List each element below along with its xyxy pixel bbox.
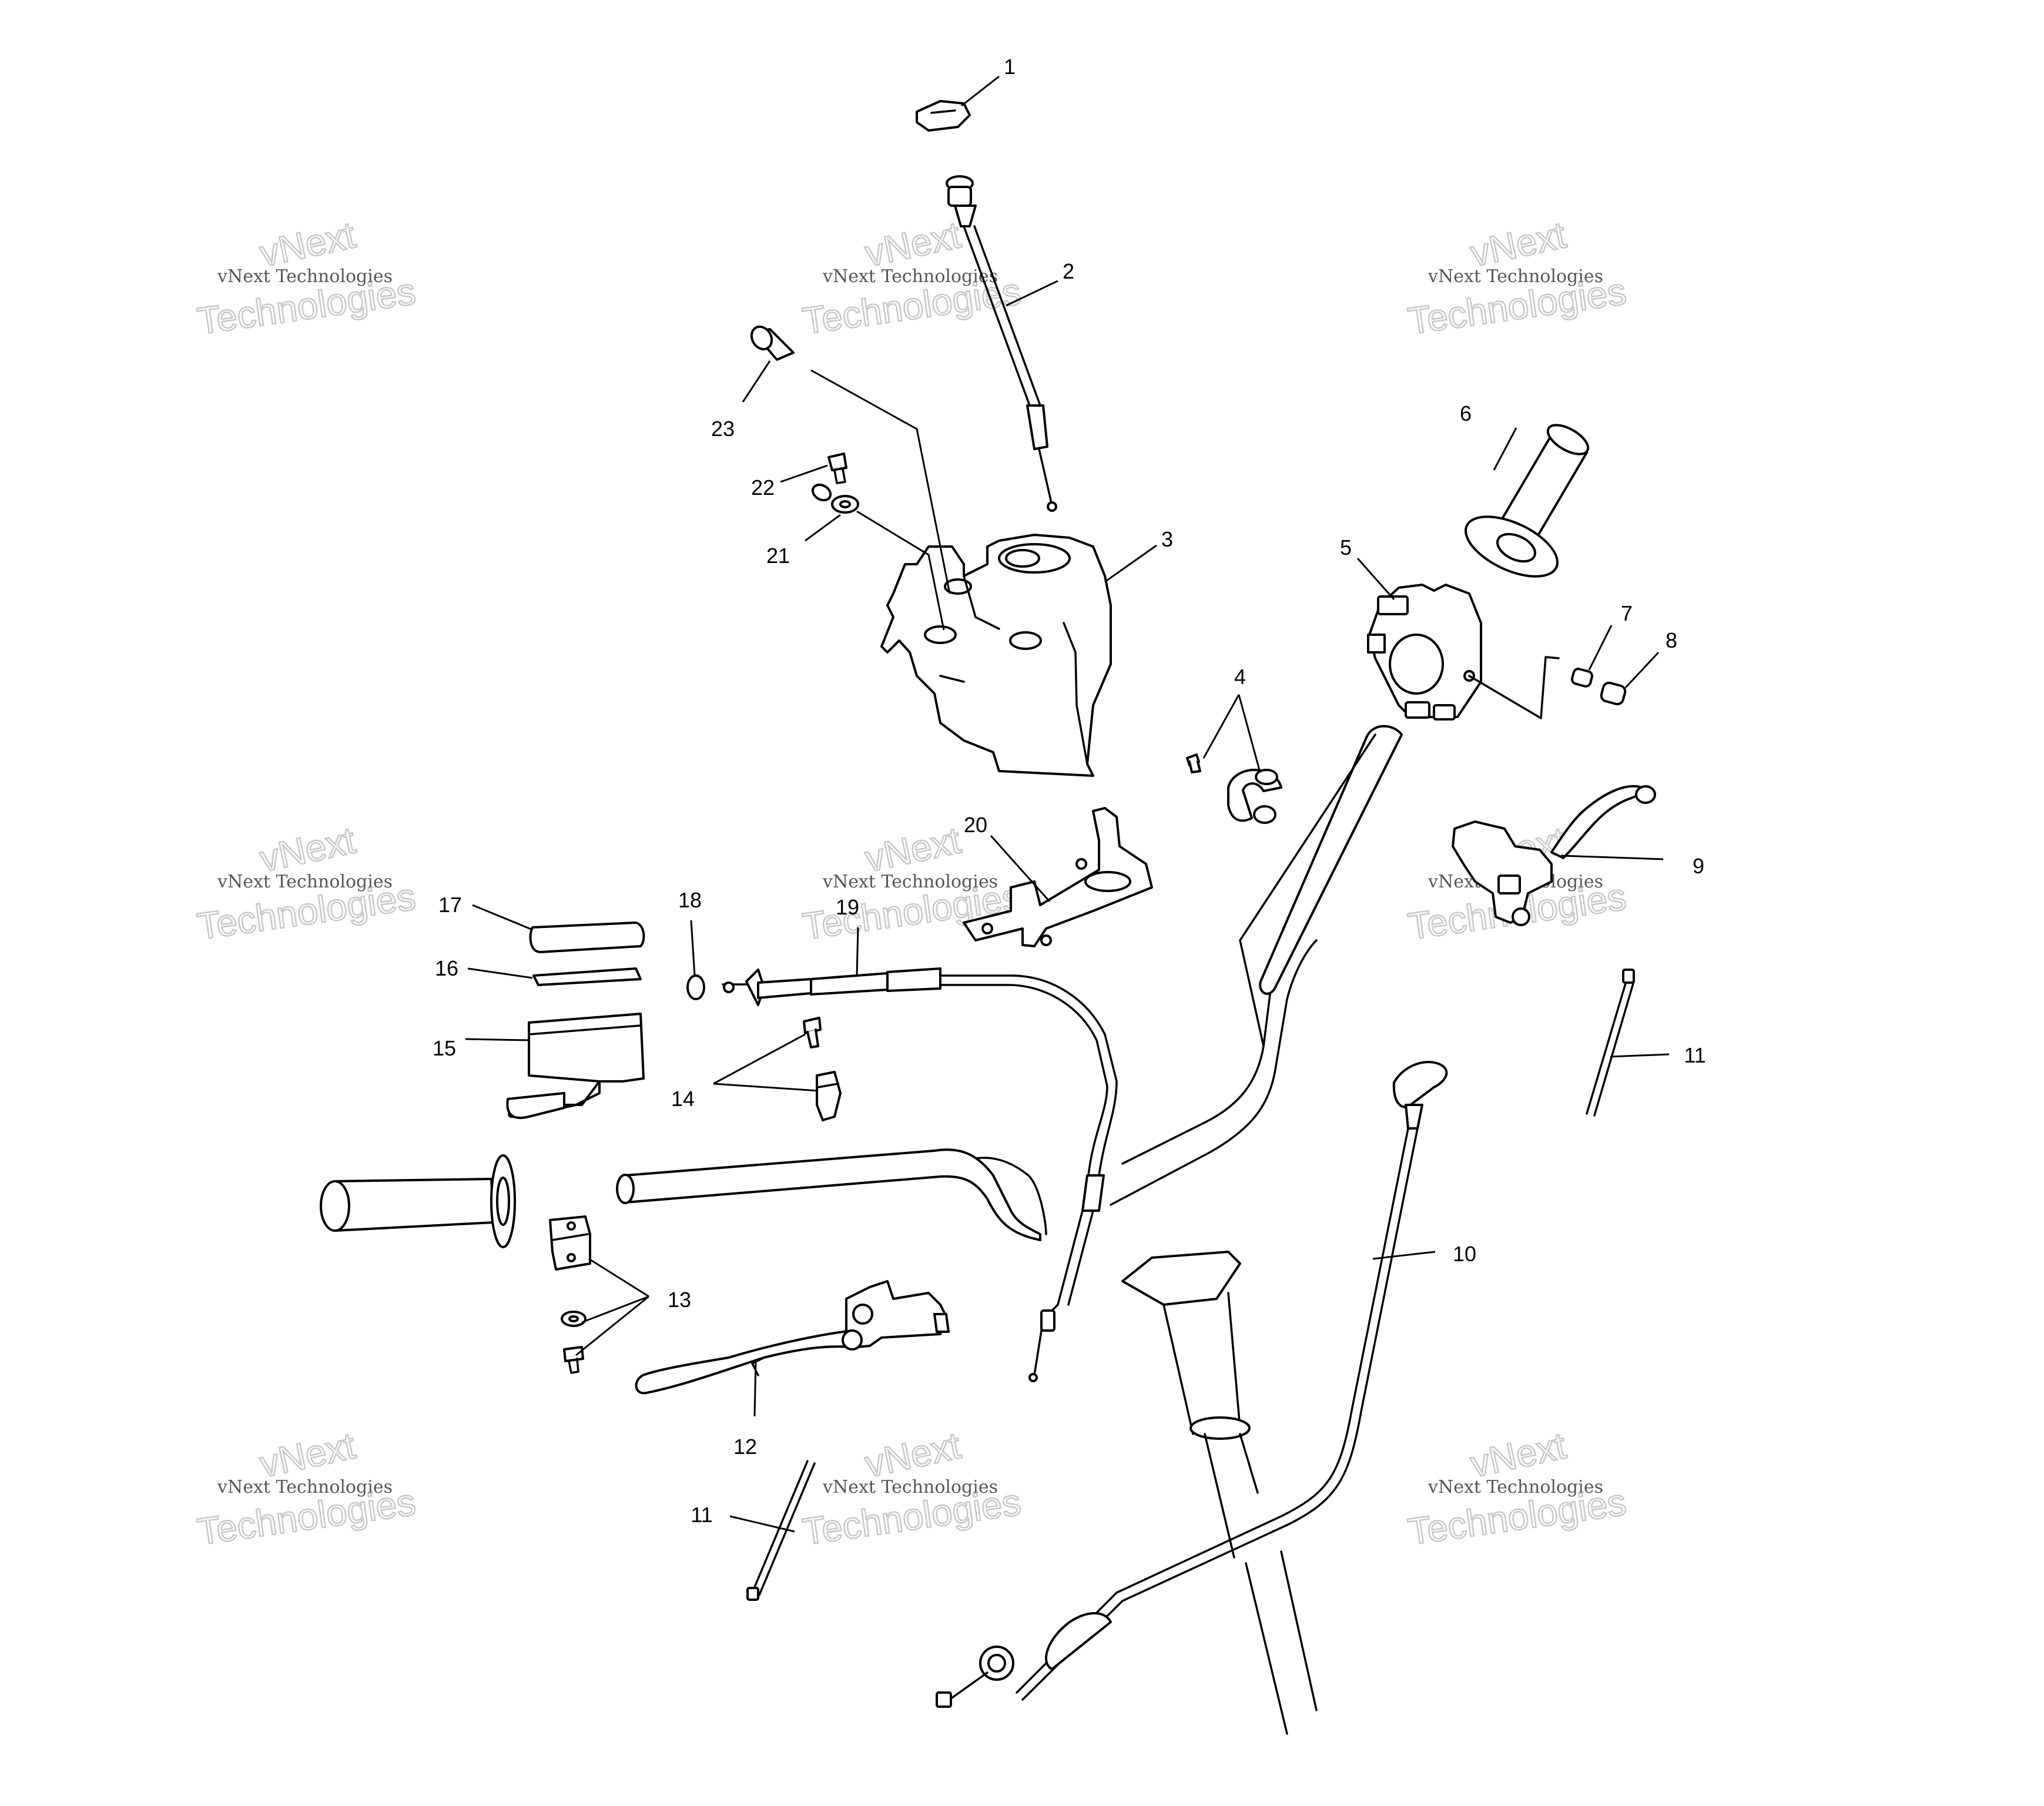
part-13-clamp xyxy=(549,1215,591,1374)
part-15-reservoir xyxy=(506,1013,645,1120)
part-steering-post xyxy=(1121,1251,1318,1735)
part-4-clamp xyxy=(1186,753,1282,824)
part-11-rod-right xyxy=(1586,969,1635,1117)
watermark-text: vNext Technologies xyxy=(217,872,393,892)
watermark-text: vNext Technologies xyxy=(217,266,393,287)
callout-11-left: 11 xyxy=(691,1503,712,1527)
part-14-clamp xyxy=(803,1017,842,1121)
part-9-right-lever xyxy=(1452,785,1656,926)
watermark-text: vNext Technologies xyxy=(822,872,998,892)
part-5-switch-housing xyxy=(1367,584,1482,721)
watermark: vNext vNext Technologies Technologies xyxy=(194,1423,418,1554)
callout-3: 3 xyxy=(1161,527,1173,551)
watermark: vNext vNext Technologies Technologies xyxy=(1405,213,1629,343)
watermark-text: vNext Technologies xyxy=(822,266,998,287)
watermark-word: vNext xyxy=(1467,213,1570,274)
callout-2: 2 xyxy=(1063,259,1074,283)
part-23-bolt xyxy=(750,325,795,361)
part-22-screw xyxy=(827,453,847,484)
watermark-text: vNext Technologies xyxy=(822,1477,998,1497)
part-7-nut xyxy=(1570,668,1594,688)
watermark-word: vNext xyxy=(256,1424,359,1485)
callout-14: 14 xyxy=(671,1087,695,1111)
watermark: vNext vNext Technologies Technologies xyxy=(799,1423,1024,1554)
leader-lines xyxy=(465,75,1670,1533)
callout-labels: 1 2 3 4 5 6 7 8 9 10 11 11 12 13 14 15 1… xyxy=(433,55,1706,1527)
callout-8: 8 xyxy=(1666,628,1677,652)
watermark: vNext vNext Technologies Technologies xyxy=(194,818,418,949)
callout-19: 19 xyxy=(836,895,859,919)
callout-12: 12 xyxy=(733,1435,757,1459)
part-2-rod xyxy=(946,175,1057,512)
part-10-cable xyxy=(936,1061,1448,1708)
part-12-left-lever xyxy=(635,1280,950,1395)
callout-23: 23 xyxy=(711,417,735,441)
callout-6: 6 xyxy=(1460,401,1472,425)
watermark-word: vNext xyxy=(256,213,359,274)
watermark-text: vNext Technologies xyxy=(1428,266,1603,287)
watermark: vNext vNext Technologies Technologies xyxy=(799,213,1024,343)
part-handlebar xyxy=(616,725,1403,1241)
watermark-word: vNext xyxy=(1467,1424,1570,1485)
callout-1: 1 xyxy=(1004,55,1016,79)
callout-20: 20 xyxy=(964,813,987,837)
part-3-housing xyxy=(880,534,1112,777)
callout-13: 13 xyxy=(668,1288,691,1312)
callout-11-right: 11 xyxy=(1684,1043,1705,1067)
part-16-diaphragm xyxy=(532,967,642,986)
watermark: vNext vNext Technologies Technologies xyxy=(799,818,1024,949)
watermark: vNext vNext Technologies Technologies xyxy=(1405,1423,1629,1554)
watermark-layer: vNext vNext Technologies Technologies vN… xyxy=(194,213,1629,1554)
part-8-nut xyxy=(1600,681,1627,706)
callout-9: 9 xyxy=(1693,854,1704,878)
watermark-text: vNext Technologies xyxy=(1428,1477,1603,1497)
callout-15: 15 xyxy=(433,1036,456,1060)
part-18-o-ring xyxy=(686,974,705,1000)
watermark: vNext vNext Technologies Technologies xyxy=(194,213,418,343)
callout-21: 21 xyxy=(766,544,790,568)
part-21-washer xyxy=(811,483,859,514)
callout-10: 10 xyxy=(1453,1242,1476,1266)
watermark-word: vNext xyxy=(862,213,964,274)
part-19-clutch-cable xyxy=(722,967,1118,1382)
callout-16: 16 xyxy=(435,956,458,980)
callout-7: 7 xyxy=(1621,601,1633,625)
part-1-cap xyxy=(916,100,971,132)
callout-18: 18 xyxy=(678,888,702,912)
part-17-cap xyxy=(529,922,645,953)
connector-line xyxy=(1468,656,1560,719)
watermark-text: vNext Technologies xyxy=(217,1477,393,1497)
watermark-word: vNext xyxy=(256,819,359,880)
callout-22: 22 xyxy=(751,475,775,500)
callout-5: 5 xyxy=(1340,535,1352,559)
callout-17: 17 xyxy=(438,893,462,917)
part-left-grip xyxy=(320,1154,516,1248)
watermark-word: vNext xyxy=(862,1424,964,1485)
callout-4: 4 xyxy=(1234,665,1246,689)
part-6-right-grip xyxy=(1465,424,1590,578)
watermark-word: vNext xyxy=(862,819,964,880)
